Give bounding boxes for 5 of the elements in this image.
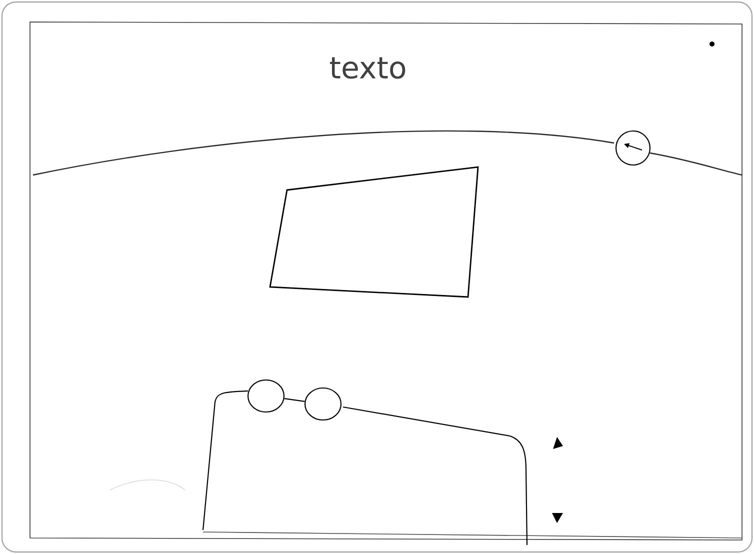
circle-button bbox=[304, 387, 342, 421]
heading-text: texto bbox=[330, 57, 406, 79]
circle-button bbox=[247, 379, 285, 413]
quad-shape bbox=[269, 166, 479, 298]
connector-line bbox=[284, 398, 305, 402]
